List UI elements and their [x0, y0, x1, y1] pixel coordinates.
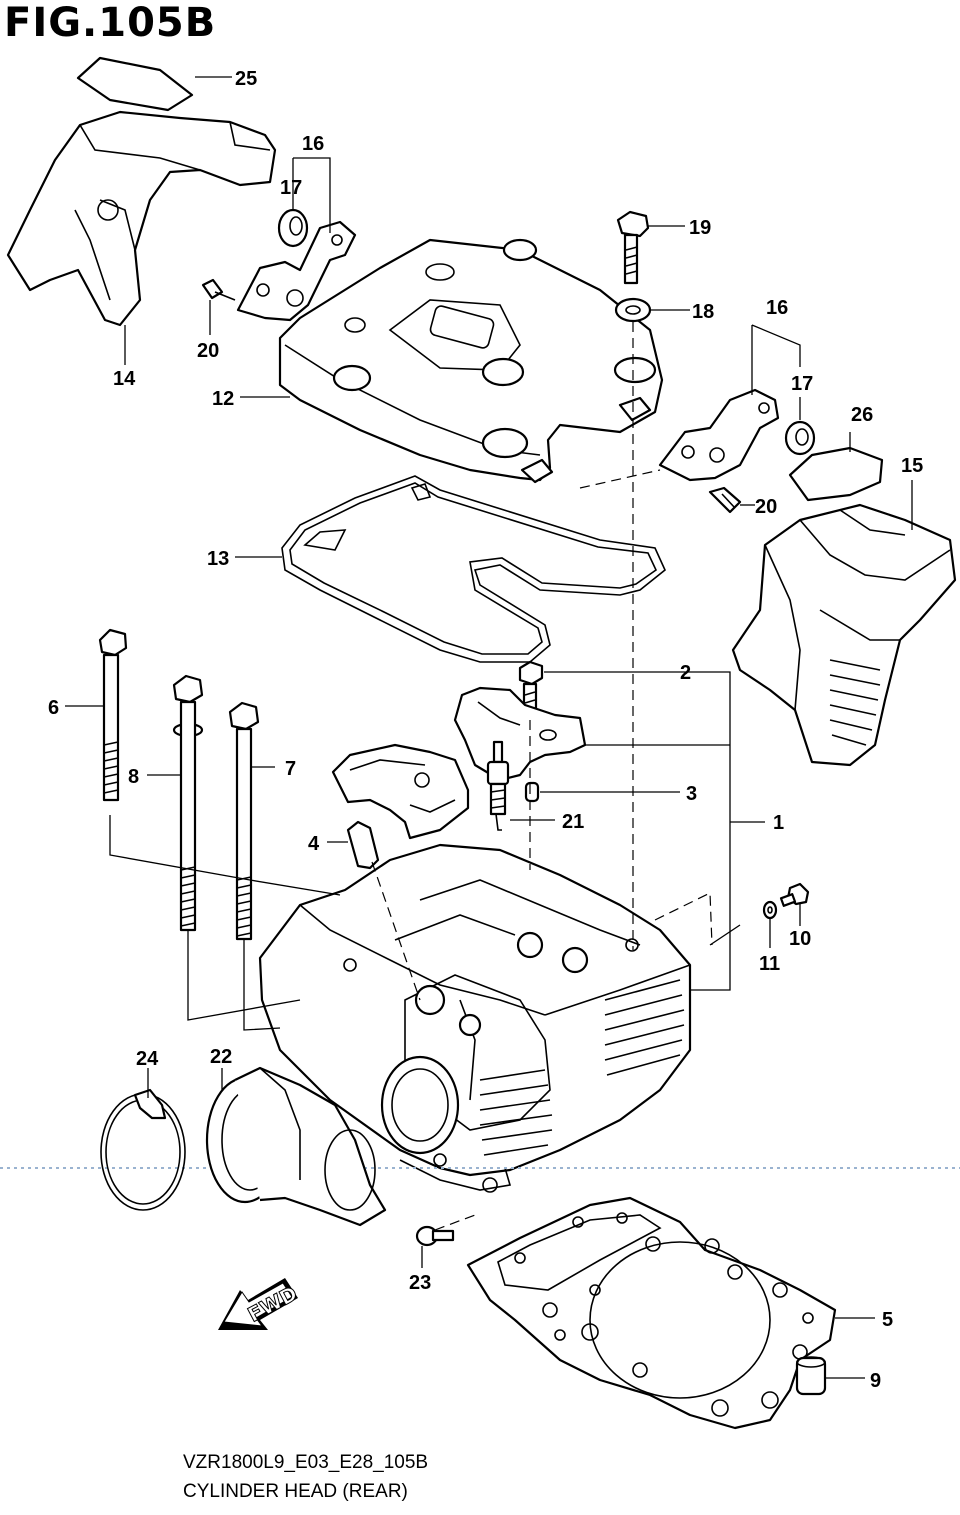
callout-14: 14	[113, 368, 136, 390]
callout-17-right: 17	[791, 373, 813, 395]
part-11-washer	[762, 900, 778, 920]
callout-26: 26	[851, 404, 873, 426]
callout-8: 8	[128, 766, 139, 788]
part-21-spark-plug	[486, 740, 510, 831]
fwd-arrow-icon: FWD	[218, 1278, 302, 1330]
part-16-bracket-left	[236, 220, 357, 322]
callout-25: 25	[235, 68, 257, 90]
part-4-valve-guide	[346, 820, 380, 870]
leader-lines	[65, 76, 913, 1379]
callout-3: 3	[686, 783, 697, 805]
callout-7: 7	[285, 758, 296, 780]
callout-6: 6	[48, 697, 59, 719]
part-9-dowel	[795, 1356, 827, 1396]
callout-11: 11	[759, 953, 780, 975]
part-6-bolt	[98, 628, 128, 802]
part-15-cover	[731, 503, 957, 767]
part-16-bracket-right	[658, 388, 780, 482]
part-17-grommet-left	[277, 208, 309, 248]
part-17-grommet-right	[784, 420, 816, 456]
dashed-alignment-lines	[371, 322, 713, 1231]
callout-5: 5	[882, 1309, 893, 1331]
part-20-bolt-right	[708, 486, 742, 514]
callout-16-right: 16	[766, 297, 788, 319]
callout-15: 15	[901, 455, 923, 477]
part-camshaft-holder	[331, 686, 587, 840]
callout-17-left: 17	[280, 177, 302, 199]
callout-12: 12	[212, 388, 234, 410]
callout-18: 18	[692, 301, 714, 323]
callout-16-left: 16	[302, 133, 324, 155]
callout-9: 9	[870, 1370, 881, 1392]
callout-labels: 25 16 17 20 14 12 13 19 18 16 17 26 15 2…	[48, 68, 923, 1392]
part-24-clamp	[100, 1088, 186, 1211]
part-25-pad	[76, 56, 194, 112]
callout-23: 23	[409, 1272, 431, 1294]
callout-21: 21	[562, 811, 584, 833]
callout-1: 1	[773, 812, 784, 834]
part-20-bolt-left	[201, 278, 236, 301]
part-12-head-cover	[278, 238, 664, 484]
part-14-cover	[6, 110, 277, 327]
part-22-intake-pipe	[205, 1066, 387, 1227]
main-cylinder-head	[258, 843, 692, 1193]
callout-13: 13	[207, 548, 229, 570]
callout-19: 19	[689, 217, 711, 239]
part-19-bolt	[616, 210, 650, 285]
callout-24: 24	[136, 1048, 159, 1070]
part-8-bolt	[172, 674, 204, 932]
callout-22: 22	[210, 1046, 232, 1068]
callout-2: 2	[680, 662, 691, 684]
figure-title: FIG.105B	[4, 0, 217, 46]
part-3-dowel	[524, 781, 540, 803]
caption-name: CYLINDER HEAD (REAR)	[183, 1481, 408, 1502]
part-5-head-gasket	[466, 1196, 837, 1430]
caption-model-code: VZR1800L9_E03_E28_105B	[183, 1452, 429, 1473]
part-23-screw	[415, 1225, 455, 1247]
part-13-gasket	[281, 475, 666, 663]
part-10-bolt	[779, 882, 810, 907]
part-7-bolt	[228, 701, 260, 941]
part-18-washer	[614, 297, 652, 323]
callout-10: 10	[789, 928, 811, 950]
part-26-pad	[788, 446, 884, 502]
callout-4: 4	[308, 833, 320, 855]
callout-20-left: 20	[197, 340, 219, 362]
callout-20-right: 20	[755, 496, 777, 518]
